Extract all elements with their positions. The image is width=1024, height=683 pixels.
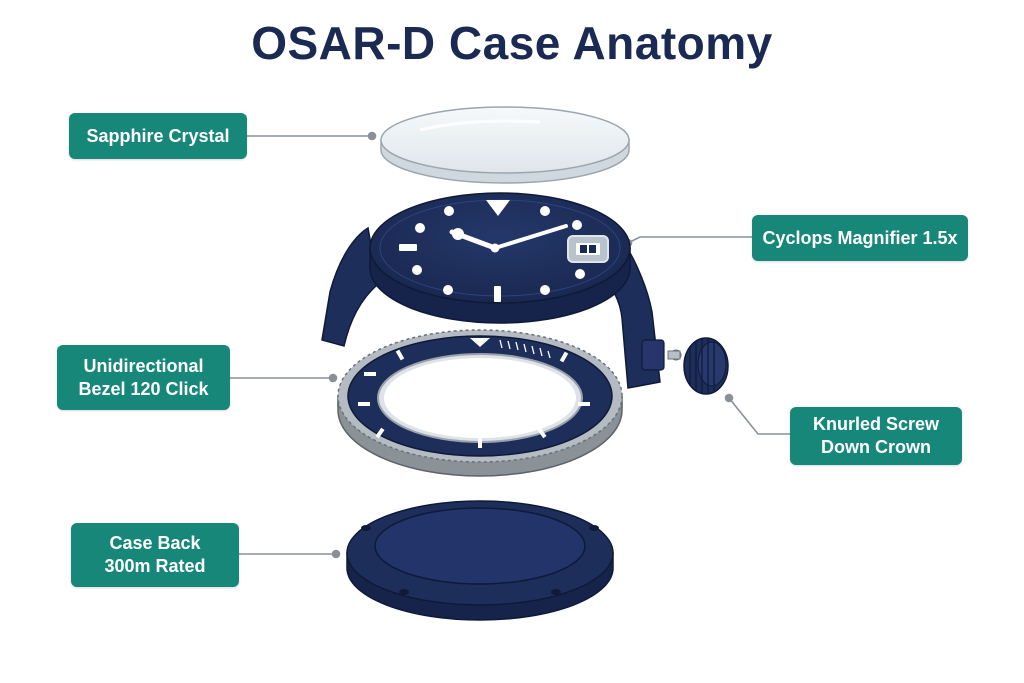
label-sapphire-crystal-text: Sapphire Crystal [86, 125, 230, 146]
bezel-markers [358, 338, 590, 448]
crown-icon [667, 337, 729, 395]
label-knurled-crown: Knurled Screw Down Crown [790, 407, 962, 465]
bezel-ring-icon [337, 329, 623, 477]
leader-dot-crown [724, 393, 734, 403]
label-bezel-line1: Unidirectional [83, 355, 204, 376]
minute-hand [493, 224, 568, 250]
twelve-triangle-marker [486, 200, 510, 216]
leader-lines [230, 131, 790, 559]
label-bezel-line2: Bezel 120 Click [78, 378, 209, 399]
label-unidirectional-bezel: Unidirectional Bezel 120 Click [57, 345, 230, 410]
leader-dot-crystal [367, 131, 377, 141]
label-crown-line1: Knurled Screw [812, 414, 940, 434]
label-cyclops-magnifier-text: Cyclops Magnifier 1.5x [762, 227, 958, 248]
leader-dot-bezel [328, 373, 338, 383]
leader-dot-caseback [331, 549, 341, 559]
label-sapphire-crystal: Sapphire Crystal [69, 113, 247, 159]
cyclops-date-window [567, 235, 609, 263]
label-caseback-line1: Case Back [109, 533, 201, 553]
watch-hands [449, 224, 568, 253]
leader-line-crown [728, 397, 790, 435]
label-crown-line2: Down Crown [821, 437, 931, 457]
label-caseback-line2: 300m Rated [104, 556, 206, 576]
case-back-icon [346, 500, 614, 621]
label-case-back: Case Back 300m Rated [71, 523, 239, 587]
label-cyclops-magnifier: Cyclops Magnifier 1.5x [752, 215, 968, 261]
hour-markers [399, 200, 585, 302]
leader-line-cyclops [627, 236, 752, 244]
watch-case-icon [321, 192, 665, 389]
left-lug [321, 226, 379, 347]
crown-tube [641, 339, 665, 371]
diagram-title: OSAR-D Case Anatomy [251, 17, 773, 69]
sapphire-crystal-icon [380, 106, 630, 184]
